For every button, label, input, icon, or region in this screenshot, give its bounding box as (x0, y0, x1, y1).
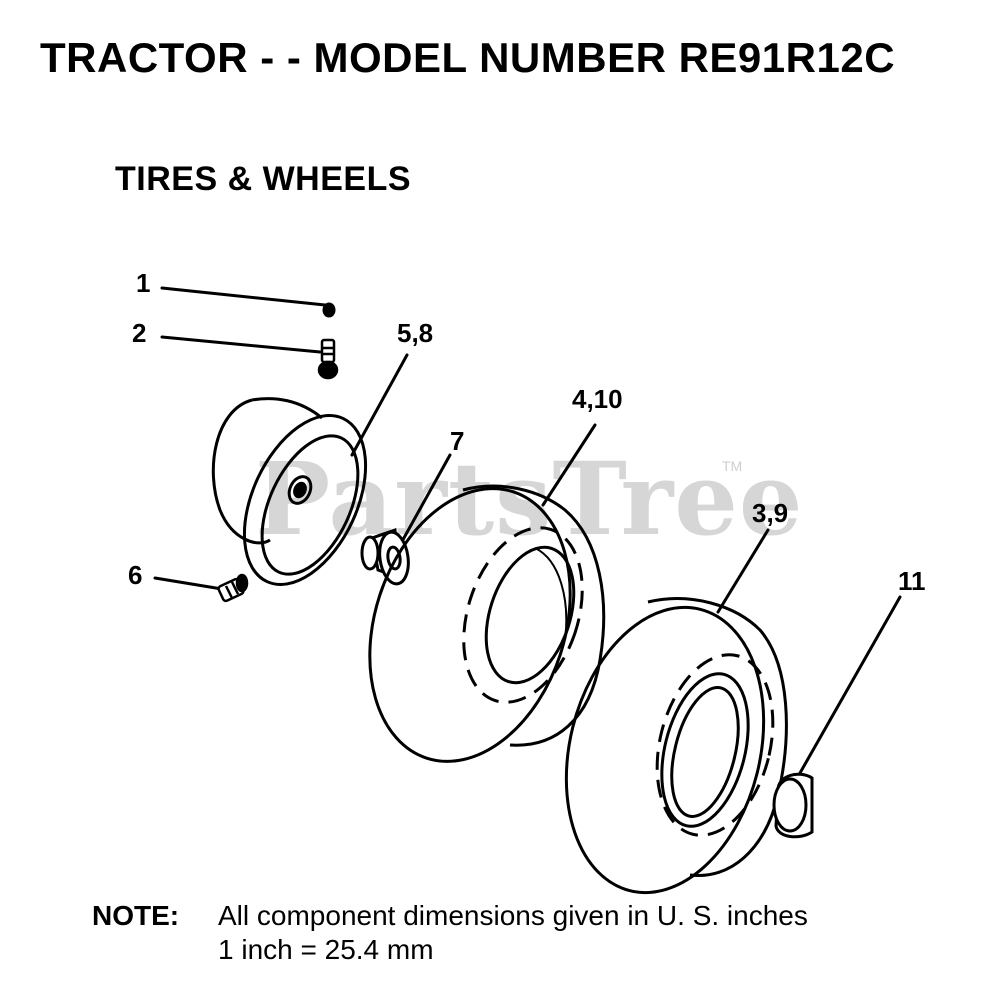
leader-line-1 (160, 286, 327, 307)
callout-4-10: 4,10 (572, 384, 623, 414)
leader-line-11 (798, 595, 902, 775)
callout-1: 1 (136, 268, 151, 298)
callout-11: 11 (898, 566, 926, 596)
front-tire-part (368, 484, 606, 763)
callout-6: 6 (128, 560, 143, 590)
valve-stem-part (317, 338, 339, 380)
note-line-2: 1 inch = 25.4 mm (218, 934, 434, 965)
section-title: TIRES & WHEELS (115, 160, 412, 198)
note-line-1: All component dimensions given in U. S. … (218, 900, 808, 931)
bushing-part (360, 527, 410, 586)
leader-line-6 (153, 576, 230, 592)
valve-cap-part (322, 302, 336, 318)
callout-2: 2 (132, 318, 147, 348)
page-title: TRACTOR - - MODEL NUMBER RE91R12C (40, 34, 896, 81)
note-label: NOTE: (92, 900, 180, 931)
leader-line-4-10 (541, 423, 597, 507)
callout-3-9: 3,9 (752, 498, 789, 528)
leader-line-3-9 (716, 528, 770, 614)
hub-cap-part (772, 772, 814, 839)
callout-7: 7 (450, 426, 465, 456)
rear-tire-part (564, 597, 788, 895)
leader-line-7 (398, 453, 452, 547)
leader-line-2 (160, 335, 322, 354)
wheel-rim-part (211, 397, 368, 586)
bolt-part (217, 573, 249, 603)
watermark-trademark: TM (722, 458, 743, 474)
callout-5-8: 5,8 (397, 318, 434, 348)
